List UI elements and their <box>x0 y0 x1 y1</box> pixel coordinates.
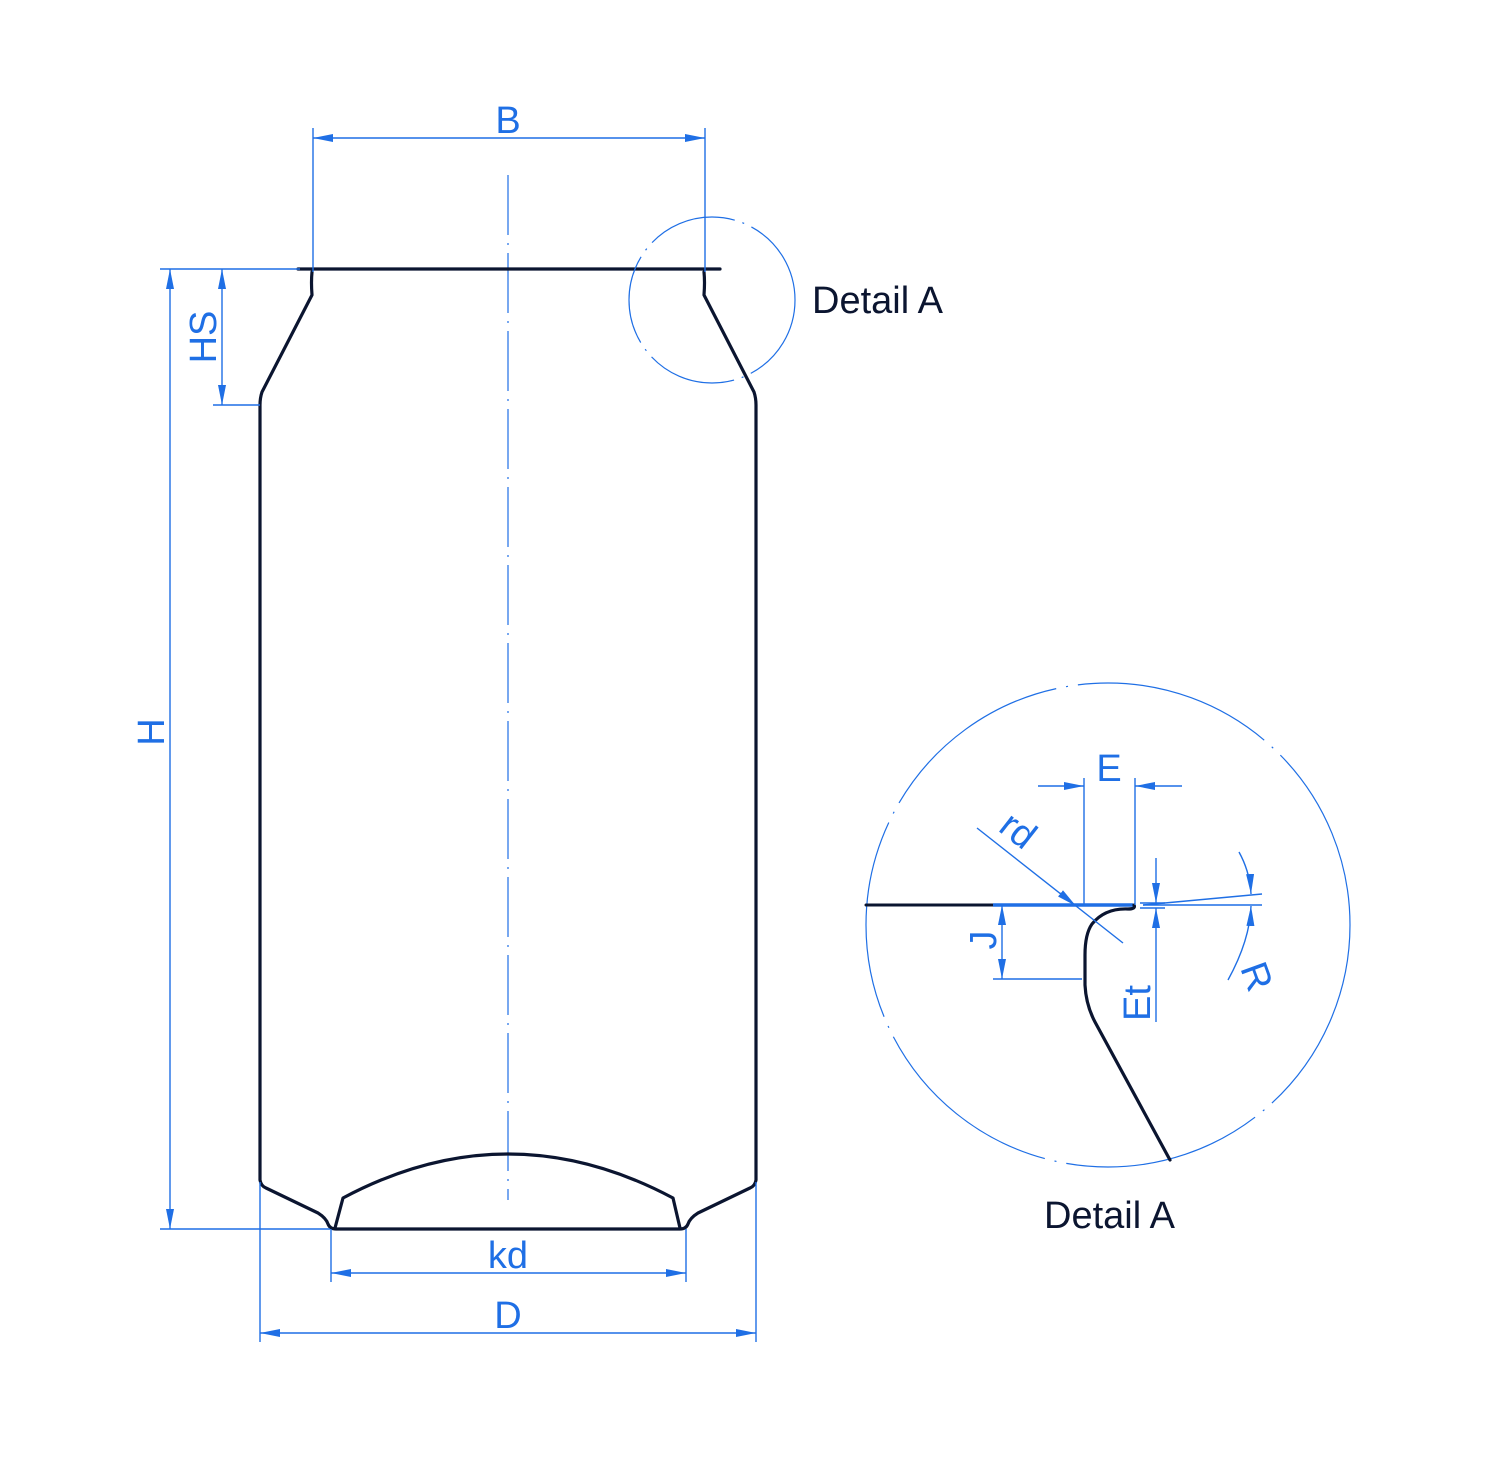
dimension-kd: kd <box>330 1229 687 1282</box>
bottom-dome <box>333 1152 682 1230</box>
dimension-H: H <box>131 268 330 1230</box>
detail-title: Detail A <box>1044 1195 1176 1237</box>
label-HS: HS <box>183 311 225 364</box>
dimension-HS: HS <box>183 269 260 406</box>
detail-profile <box>1083 903 1172 1162</box>
can-outline <box>258 267 758 1231</box>
label-B: B <box>495 100 520 142</box>
detail-circle-small <box>628 216 796 384</box>
detail-A: E rd J Et R <box>864 682 1351 1168</box>
label-J: J <box>963 931 1005 950</box>
label-R: R <box>1232 957 1281 997</box>
label-rd: rd <box>991 804 1043 858</box>
label-Et: Et <box>1117 985 1159 1021</box>
label-D: D <box>494 1295 521 1337</box>
detail-callout-label: Detail A <box>812 280 944 322</box>
label-E: E <box>1096 748 1121 790</box>
dimension-B: B <box>312 100 706 272</box>
label-H: H <box>131 718 173 745</box>
detail-circle-large <box>865 682 1351 1168</box>
label-kd: kd <box>488 1235 528 1277</box>
dimension-D: D <box>259 1182 757 1342</box>
